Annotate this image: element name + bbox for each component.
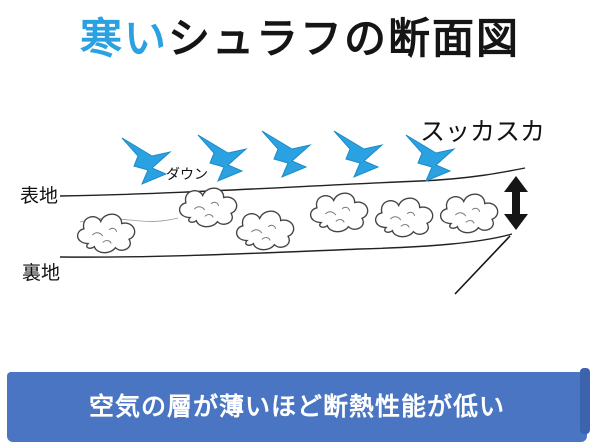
conclusion-banner: 空気の層が薄いほど断熱性能が低い [7,368,590,442]
down-cluster-icon [309,192,369,233]
thin-layer-label: スッカスカ [420,117,546,146]
conclusion-text: 空気の層が薄いほど断熱性能が低い [88,392,505,421]
outer-fabric-line [59,167,526,197]
cold-air-arrow-icon [121,137,171,185]
leader-line [454,235,511,295]
thickness-double-arrow-icon [504,176,528,230]
down-label: ダウン [166,167,208,183]
outer-fabric-label: 表地 [20,185,59,207]
cold-air-arrow-icon [261,130,311,178]
inner-fabric-label: 裏地 [22,262,61,284]
cold-air-arrow-icon [333,130,383,178]
title-rest: シュラフの断面図 [168,14,521,63]
down-cluster-icon [374,197,434,238]
down-cluster-icon [235,210,295,251]
title-accent: 寒い [79,14,168,63]
inner-fabric-line [59,233,513,258]
down-cluster-icon [178,187,238,228]
down-cluster-icon [439,193,499,234]
page-title: 寒いシュラフの断面図 [0,14,600,64]
